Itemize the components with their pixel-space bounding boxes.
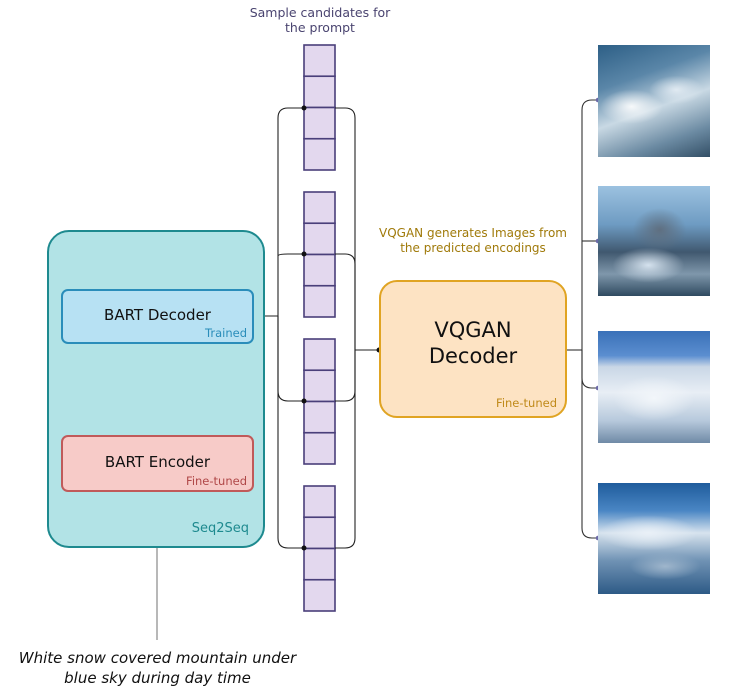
candidate-1-token-2 — [303, 75, 336, 109]
candidate-2-token-3 — [303, 253, 336, 287]
candidate-3-token-4 — [303, 431, 336, 465]
candidate-1-token-1 — [303, 44, 336, 78]
seq2seq-label: Seq2Seq — [191, 521, 249, 536]
generated-mountain-image-2 — [598, 186, 710, 296]
generated-mountain-image-3 — [598, 331, 710, 443]
bart-encoder-status: Fine-tuned — [186, 474, 247, 488]
bart-decoder-status: Trained — [205, 326, 247, 340]
candidate-token-columns — [303, 44, 336, 612]
generated-mountain-image-1 — [598, 45, 710, 157]
sample-candidates-label: Sample candidates for the prompt — [249, 5, 391, 35]
decoder-fanout-lines — [254, 107, 304, 549]
prompt-line-1: White snow covered mountain under — [18, 649, 297, 667]
candidate-2-token-1 — [303, 191, 336, 225]
image-input-dots — [595, 97, 601, 541]
prompt-line-2: blue sky during day time — [64, 669, 251, 687]
candidate-3-token-1 — [303, 338, 336, 372]
candidate-4-token-2 — [303, 516, 336, 550]
candidate-2-token-2 — [303, 222, 336, 256]
bart-decoder-box: BART Decoder Trained — [61, 289, 254, 344]
bart-encoder-title: BART Encoder — [104, 452, 211, 471]
candidate-1-token-4 — [303, 137, 336, 171]
candidate-4-token-1 — [303, 485, 336, 519]
vqgan-decoder-status: Fine-tuned — [496, 396, 557, 410]
seq2seq-container: Seq2Seq — [47, 230, 265, 548]
decoder-fanout-dots — [301, 105, 307, 551]
candidate-3-token-2 — [303, 369, 336, 403]
vqgan-decoder-title: VQGAN Decoder — [381, 317, 565, 369]
generated-mountain-image-4 — [598, 483, 710, 594]
vqgan-decoder-box: VQGAN Decoder Fine-tuned — [379, 280, 567, 418]
vqgan-description-label: VQGAN generates Images from the predicte… — [379, 226, 567, 255]
candidate-1-token-3 — [303, 106, 336, 140]
candidate-2-token-4 — [303, 284, 336, 318]
candidate-3-token-3 — [303, 400, 336, 434]
candidates-to-vqgan-lines — [335, 107, 379, 549]
vqgan-title-line2: Decoder — [428, 344, 518, 368]
bart-decoder-title: BART Decoder — [104, 305, 211, 324]
bart-encoder-box: BART Encoder Fine-tuned — [61, 435, 254, 492]
vqgan-to-images-lines — [567, 99, 598, 539]
candidate-4-token-3 — [303, 547, 336, 581]
vqgan-title-line1: VQGAN — [434, 318, 512, 342]
text-prompt: White snow covered mountain under blue s… — [0, 648, 315, 688]
candidate-4-token-4 — [303, 578, 336, 612]
